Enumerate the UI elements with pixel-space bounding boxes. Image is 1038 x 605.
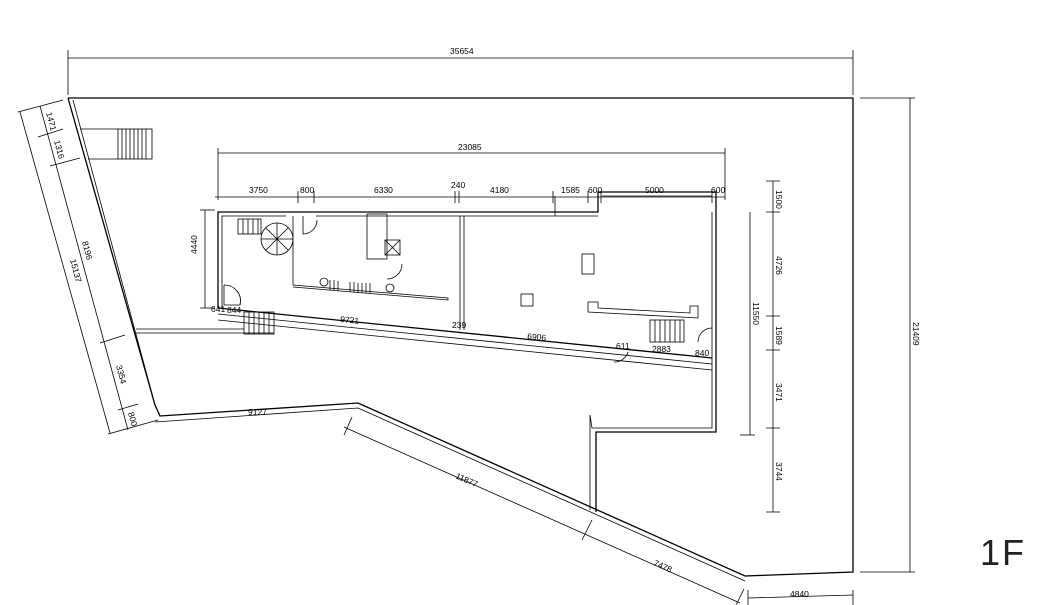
dim-left: 1471 bbox=[44, 111, 59, 132]
dim-bottom: 7478 bbox=[652, 558, 674, 575]
column bbox=[520, 293, 534, 307]
column bbox=[581, 253, 595, 275]
dim-right: 1500 bbox=[774, 190, 784, 209]
door bbox=[613, 351, 629, 363]
dim-interior: 239 bbox=[452, 320, 466, 330]
dim-left: 8196 bbox=[80, 240, 95, 261]
door bbox=[697, 327, 713, 343]
dim-right: 1589 bbox=[774, 326, 784, 345]
dim-top-seg: 240 bbox=[451, 180, 465, 190]
dim-left: 1316 bbox=[52, 139, 67, 160]
dim-bottom: 4840 bbox=[790, 589, 809, 599]
building-walls bbox=[217, 191, 717, 512]
dim-top-seg: 6330 bbox=[374, 185, 393, 195]
floor-label: 1F bbox=[980, 532, 1027, 573]
dim-top-seg: 3750 bbox=[249, 185, 268, 195]
dim-top-seg: 5000 bbox=[645, 185, 664, 195]
corridor-stairs bbox=[136, 277, 685, 343]
dim-top-seg: 600 bbox=[711, 185, 725, 195]
dim-interior: 611 bbox=[616, 341, 630, 351]
dim-top-seg: 1585 bbox=[561, 185, 580, 195]
dimension-lines bbox=[17, 50, 915, 605]
dim-right: 3471 bbox=[774, 383, 784, 402]
dim-left: 800 bbox=[126, 411, 139, 428]
door bbox=[223, 284, 241, 306]
dim-top-inner: 23085 bbox=[458, 142, 482, 152]
dim-interior: 4440 bbox=[189, 235, 199, 254]
dim-interior: 641 bbox=[211, 304, 225, 314]
spiral-stair bbox=[237, 218, 294, 256]
dim-top-seg: 4180 bbox=[490, 185, 509, 195]
dim-interior: 840 bbox=[695, 348, 709, 358]
dim-top-seg: 600 bbox=[588, 185, 602, 195]
door bbox=[302, 216, 318, 235]
dim-left: 15137 bbox=[68, 258, 84, 284]
dim-top-overall: 35654 bbox=[450, 46, 474, 56]
dim-top-seg: 800 bbox=[300, 185, 314, 195]
dim-left: 3354 bbox=[114, 364, 129, 385]
dim-bottom: 11877 bbox=[454, 471, 479, 490]
dim-interior: 6906 bbox=[527, 331, 547, 343]
dim-right: 11550 bbox=[751, 302, 761, 325]
dim-right: 4726 bbox=[774, 256, 784, 275]
dim-right: 3744 bbox=[774, 462, 784, 481]
dim-interior: 2883 bbox=[652, 344, 671, 354]
dim-interior: 9721 bbox=[340, 314, 360, 326]
site-boundary bbox=[67, 97, 854, 582]
toilet-room bbox=[366, 213, 403, 280]
dim-bottom: 9127 bbox=[248, 407, 267, 417]
dim-right-overall: 21409 bbox=[911, 322, 921, 346]
dim-interior: 844 bbox=[227, 305, 241, 315]
exterior-stair-top-left bbox=[80, 128, 153, 160]
